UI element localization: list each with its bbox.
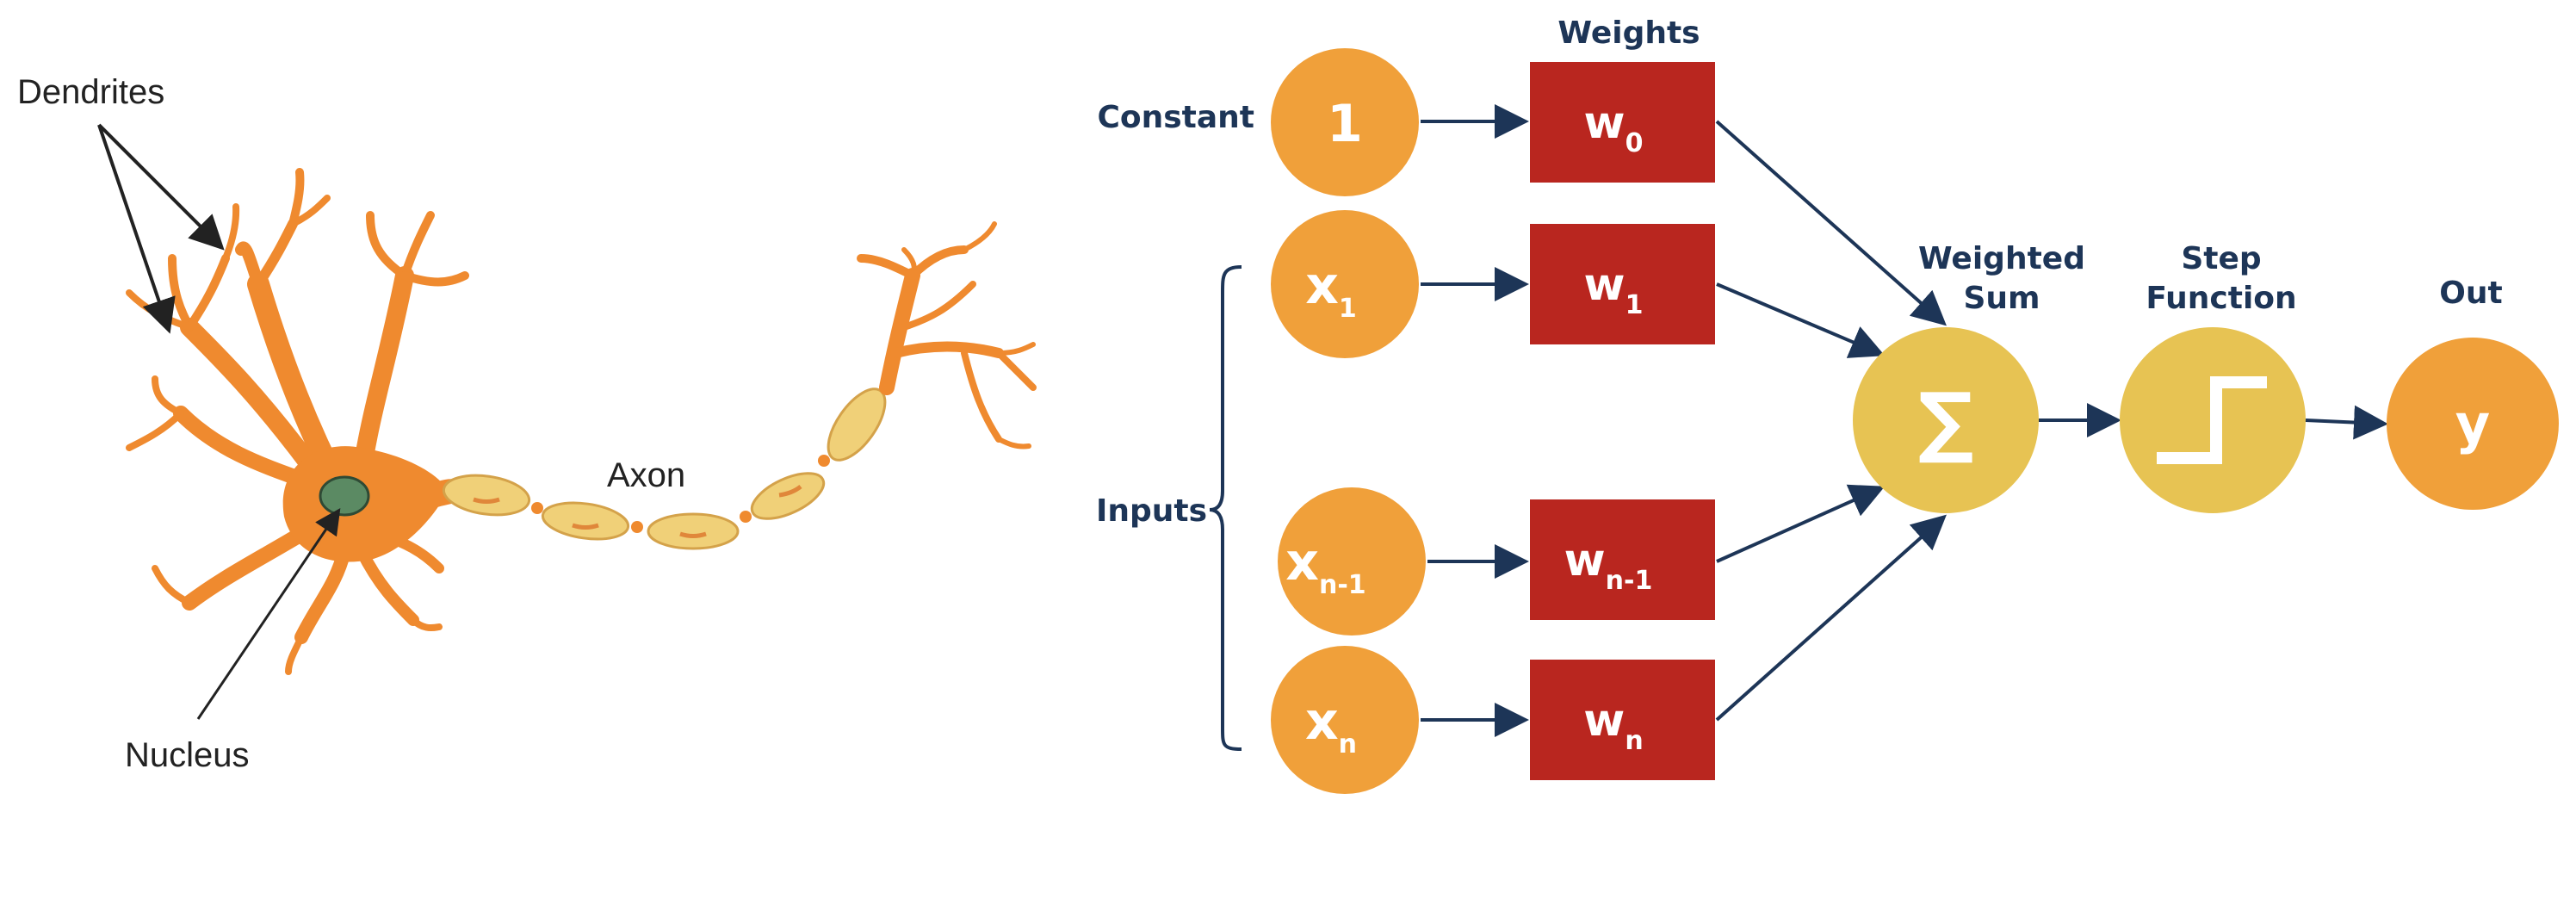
input-node-xn-1: xn-1 — [1278, 487, 1426, 636]
input-node-xn-1-sub: n-1 — [1319, 570, 1366, 600]
weighted-sum-label-line2: Sum — [1963, 281, 2040, 316]
dendrites-label: Dendrites — [17, 73, 164, 111]
weight-wn-main: w — [1583, 695, 1625, 747]
nucleus — [319, 475, 370, 517]
weight-w0-sub: 0 — [1625, 128, 1644, 158]
input-node-xn-main: x — [1305, 691, 1339, 752]
input-node-x1-sub: 1 — [1339, 294, 1357, 324]
weight-w1-sub: 1 — [1625, 290, 1644, 320]
nucleus-pointer — [196, 508, 341, 720]
perceptron: Weights Constant Inputs 1 x1 xn-1 xn — [1096, 16, 2559, 794]
svg-text:xn: xn — [1305, 691, 1357, 760]
input-node-xn-1-main: x — [1285, 532, 1319, 592]
arrow-step-to-output — [2305, 405, 2388, 440]
biological-neuron: Dendrites Axon Nucleus — [17, 73, 1037, 774]
weighted-sum-node: ∑ — [1853, 327, 2039, 513]
svg-text:w0: w0 — [1584, 97, 1644, 158]
weight-box-w1: w1 — [1530, 224, 1715, 344]
weighted-sum-label-line1: Weighted — [1918, 241, 2085, 276]
weight-box-w0: w0 — [1530, 62, 1715, 183]
output-node: y — [2387, 338, 2559, 510]
inputs-label: Inputs — [1096, 493, 1207, 529]
step-function-label-line2: Function — [2146, 281, 2296, 316]
svg-text:x1: x1 — [1305, 256, 1357, 324]
dendrites — [126, 168, 469, 675]
dendrites-pointer-2 — [97, 124, 176, 334]
input-node-constant-label: 1 — [1327, 94, 1363, 154]
input-node-constant: 1 — [1271, 48, 1419, 196]
arrow-wn-1-to-sum — [1716, 484, 1886, 563]
output-symbol: y — [2455, 393, 2490, 456]
weight-box-wn-1: wn-1 — [1530, 499, 1715, 620]
arrow-w0-to-sum — [1715, 120, 1947, 326]
weight-box-wn: wn — [1530, 660, 1715, 780]
input-node-x1-main: x — [1305, 256, 1339, 316]
inputs-brace — [1209, 265, 1242, 751]
input-node-x1: x1 — [1271, 210, 1419, 358]
weight-w0-main: w — [1584, 97, 1625, 149]
sigma-symbol: ∑ — [1918, 376, 1974, 467]
weight-wn-sub: n — [1625, 726, 1643, 756]
arrow-w1-to-sum — [1716, 282, 1886, 358]
step-function-node — [2120, 327, 2306, 513]
nucleus-label: Nucleus — [125, 736, 250, 774]
constant-label: Constant — [1097, 100, 1254, 135]
axon-label: Axon — [607, 456, 685, 494]
dendrites-pointer-1 — [97, 123, 225, 251]
step-function-label-line1: Step — [2181, 241, 2261, 276]
input-node-xn: xn — [1271, 646, 1419, 794]
out-label: Out — [2439, 276, 2502, 311]
svg-text:wn: wn — [1583, 695, 1643, 756]
axon — [442, 388, 887, 550]
svg-text:w1: w1 — [1584, 259, 1644, 320]
weights-header: Weights — [1557, 16, 1700, 51]
svg-text:wn-1: wn-1 — [1564, 535, 1653, 596]
arrow-wn-to-sum — [1715, 514, 1947, 722]
svg-text:xn-1: xn-1 — [1285, 532, 1365, 600]
weight-w1-main: w — [1584, 259, 1625, 311]
input-node-xn-sub: n — [1339, 729, 1357, 760]
weight-wn-1-sub: n-1 — [1606, 566, 1653, 596]
axon-terminals — [857, 221, 1037, 450]
weight-wn-1-main: w — [1564, 535, 1606, 586]
step-icon — [2157, 376, 2267, 464]
